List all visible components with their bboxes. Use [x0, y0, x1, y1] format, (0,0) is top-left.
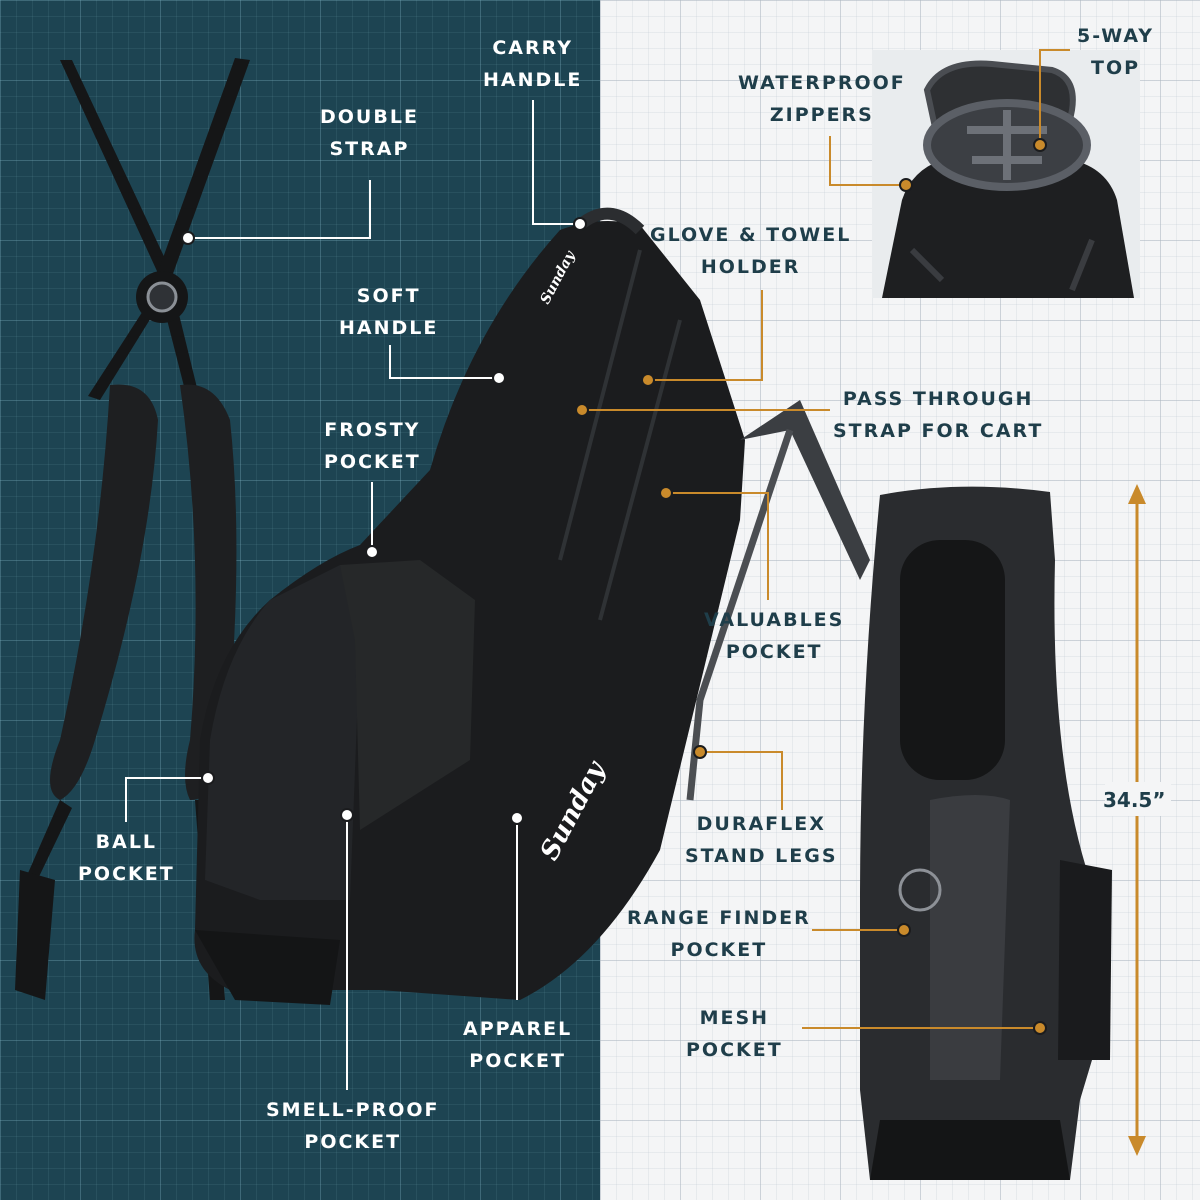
label-ball-pocket-line2: POCKET [78, 863, 175, 885]
label-apparel-pocket-line1: APPAREL [463, 1018, 573, 1040]
five-way-top-illustration [872, 50, 1140, 298]
label-carry-handle-line2: HANDLE [483, 69, 583, 91]
label-soft-handle: SOFT HANDLE [339, 280, 438, 344]
label-ball-pocket: BALL POCKET [78, 826, 175, 890]
label-waterproof-zippers: WATERPROOF ZIPPERS [738, 67, 906, 131]
leader-dots-accent [575, 138, 1047, 1035]
leader-dots-light [181, 217, 587, 825]
label-carry-handle: CARRY HANDLE [483, 32, 582, 96]
height-dimension-text: 34.5” [1103, 788, 1166, 812]
leader-lines-light [125, 100, 580, 1090]
label-five-way-top-line1: 5-WAY [1077, 25, 1155, 47]
label-double-strap-line2: STRAP [329, 138, 410, 160]
label-duraflex-stand-legs-line2: STAND LEGS [685, 845, 838, 867]
label-range-finder-pocket: RANGE FINDER POCKET [627, 902, 811, 966]
label-mesh-pocket-line1: MESH [699, 1007, 770, 1029]
top-view-inset [872, 50, 1140, 298]
label-glove-towel-holder-line2: HOLDER [700, 256, 801, 278]
label-carry-handle-line1: CARRY [492, 37, 573, 59]
label-frosty-pocket-line1: FROSTY [324, 419, 421, 441]
label-pass-through-strap-line1: PASS THROUGH [842, 388, 1034, 410]
leader-lines-accent [580, 49, 1070, 1029]
label-apparel-pocket: APPAREL POCKET [463, 1013, 572, 1077]
label-glove-towel-holder: GLOVE & TOWEL HOLDER [650, 219, 851, 283]
label-pass-through-strap-line2: STRAP FOR CART [833, 420, 1044, 442]
label-range-finder-pocket-line2: POCKET [670, 939, 768, 961]
double-strap-illustration [15, 58, 250, 1000]
main-bag-illustration: Sunday Sunday [194, 207, 870, 1005]
label-soft-handle-line2: HANDLE [339, 317, 439, 339]
label-five-way-top-line2: TOP [1090, 57, 1141, 79]
label-smell-proof-pocket: SMELL-PROOF POCKET [266, 1094, 440, 1158]
label-duraflex-stand-legs: DURAFLEX STAND LEGS [685, 808, 838, 872]
label-double-strap-line1: DOUBLE [320, 106, 419, 128]
label-soft-handle-line1: SOFT [356, 285, 421, 307]
label-valuables-pocket-line2: POCKET [725, 641, 823, 663]
label-glove-towel-holder-line1: GLOVE & TOWEL [650, 224, 852, 246]
side-bag-illustration [860, 486, 1112, 1181]
label-range-finder-pocket-line1: RANGE FINDER [627, 907, 811, 929]
label-five-way-top: 5-WAY TOP [1077, 20, 1154, 84]
label-waterproof-zippers-line2: ZIPPERS [769, 104, 874, 126]
height-dimension-arrow [1105, 484, 1171, 1156]
label-frosty-pocket-line2: POCKET [324, 451, 421, 473]
label-mesh-pocket: MESH POCKET [686, 1002, 783, 1066]
label-smell-proof-pocket-line2: POCKET [304, 1131, 402, 1153]
label-waterproof-zippers-line1: WATERPROOF [738, 72, 906, 94]
label-ball-pocket-line1: BALL [95, 831, 158, 853]
label-duraflex-stand-legs-line1: DURAFLEX [696, 813, 826, 835]
label-valuables-pocket: VALUABLES POCKET [704, 604, 844, 668]
label-mesh-pocket-line2: POCKET [686, 1039, 783, 1061]
label-apparel-pocket-line2: POCKET [469, 1050, 566, 1072]
label-pass-through-strap: PASS THROUGH STRAP FOR CART [833, 383, 1043, 447]
label-smell-proof-pocket-line1: SMELL-PROOF [266, 1099, 440, 1121]
label-double-strap: DOUBLE STRAP [320, 101, 419, 165]
label-valuables-pocket-line1: VALUABLES [704, 609, 845, 631]
label-frosty-pocket: FROSTY POCKET [324, 414, 421, 478]
